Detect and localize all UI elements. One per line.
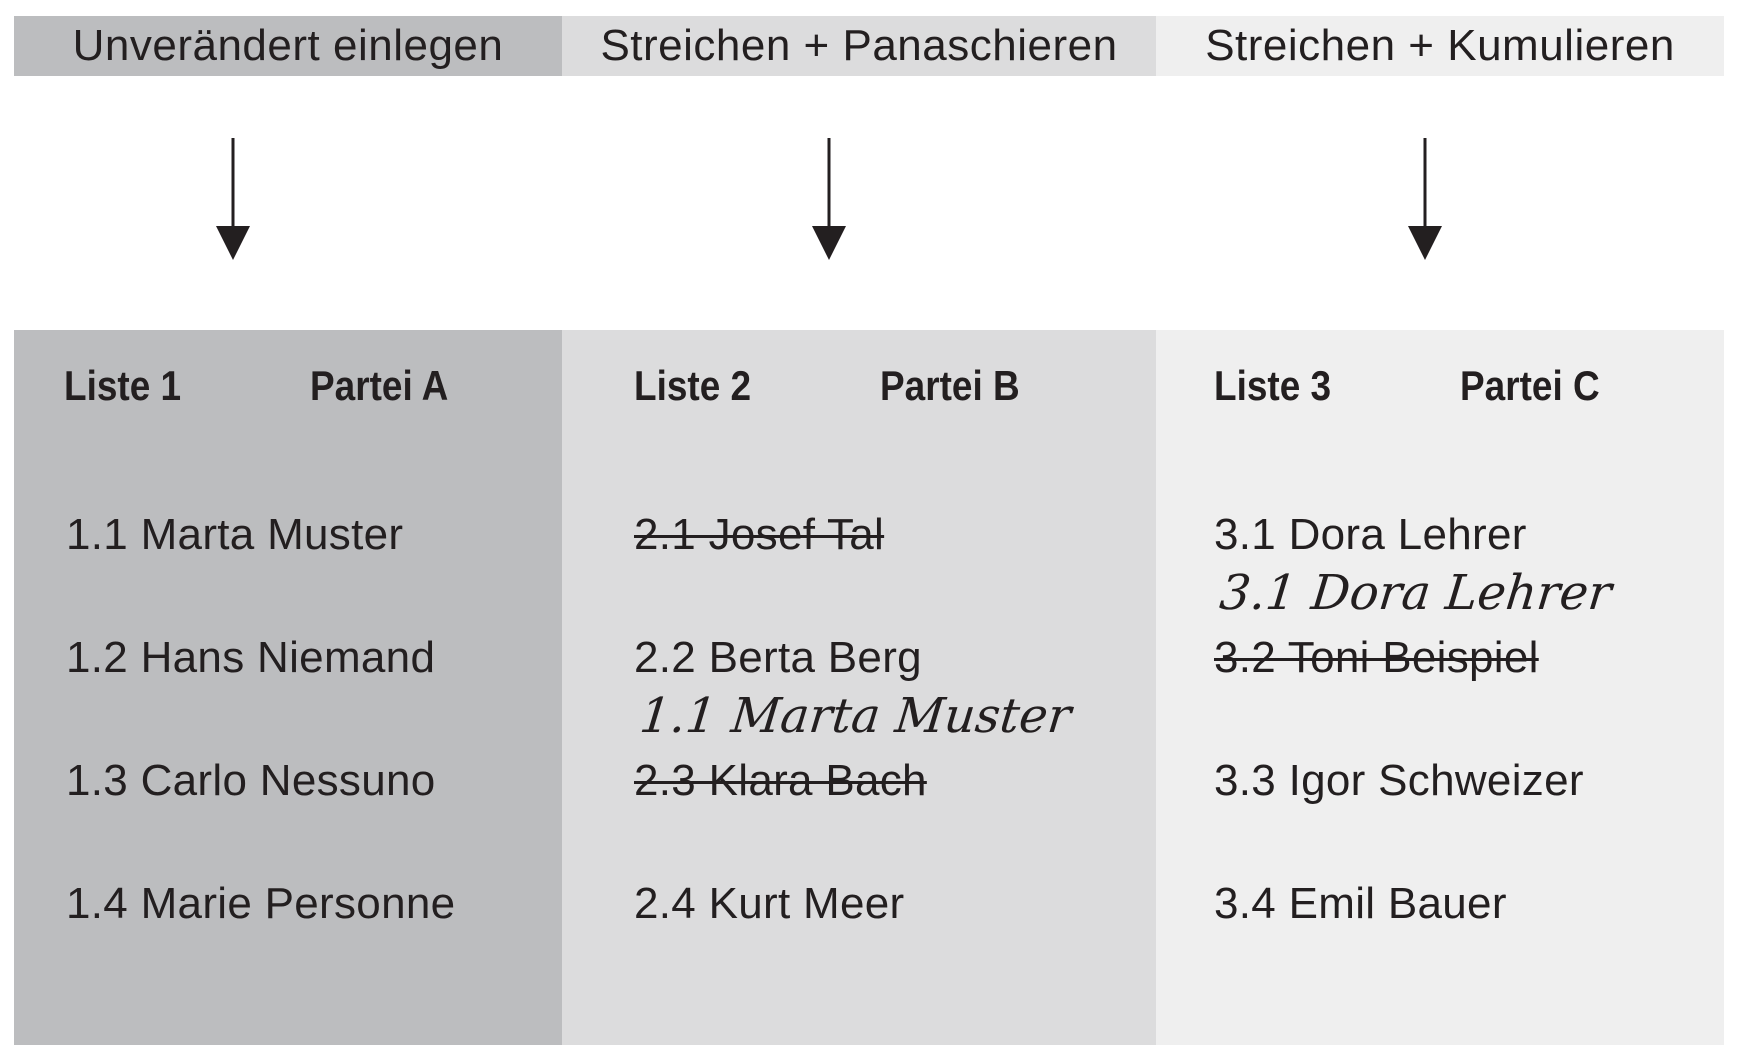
struck-candidate-entry: 3.2 Toni Beispiel — [1214, 633, 1539, 682]
party-title: Partei B — [880, 362, 1020, 409]
list-title: Liste 3 — [1214, 362, 1332, 409]
party-title: Partei A — [310, 362, 449, 409]
candidate-entry: 1.2 Hans Niemand — [66, 633, 436, 682]
candidate-entry: 2.4 Kurt Meer — [634, 879, 905, 928]
ballot-list-3 — [1156, 330, 1724, 1045]
ballot-list-1 — [14, 330, 562, 1045]
handwritten-entry: 1.1 Marta Muster — [637, 688, 1074, 744]
candidate-entry: 1.3 Carlo Nessuno — [66, 756, 436, 805]
candidate-entry: 2.2 Berta Berg — [634, 633, 922, 682]
list-title: Liste 2 — [634, 362, 752, 409]
struck-candidate-entry: 2.1 Josef Tal — [634, 510, 885, 559]
candidate-entry: 3.1 Dora Lehrer — [1214, 510, 1527, 559]
arrow-down-icon — [812, 138, 846, 260]
handwritten-entry: 3.1 Dora Lehrer — [1217, 565, 1615, 621]
header-strike-panachage: Streichen + Panaschieren — [562, 16, 1156, 76]
struck-candidate-entry: 2.3 Klara Bach — [634, 756, 927, 805]
candidate-entry: 1.4 Marie Personne — [66, 879, 456, 928]
arrow-down-icon — [1408, 138, 1442, 260]
ballot-list-2 — [562, 330, 1156, 1045]
candidate-entry: 1.1 Marta Muster — [66, 510, 404, 559]
candidate-entry: 3.4 Emil Bauer — [1214, 879, 1507, 928]
party-title: Partei C — [1460, 362, 1600, 409]
header-strike-cumulate: Streichen + Kumulieren — [1156, 16, 1724, 76]
list-title: Liste 1 — [64, 362, 182, 409]
candidate-entry: 3.3 Igor Schweizer — [1214, 756, 1584, 805]
arrow-down-icon — [216, 138, 250, 260]
header-unchanged: Unverändert einlegen — [14, 16, 562, 76]
